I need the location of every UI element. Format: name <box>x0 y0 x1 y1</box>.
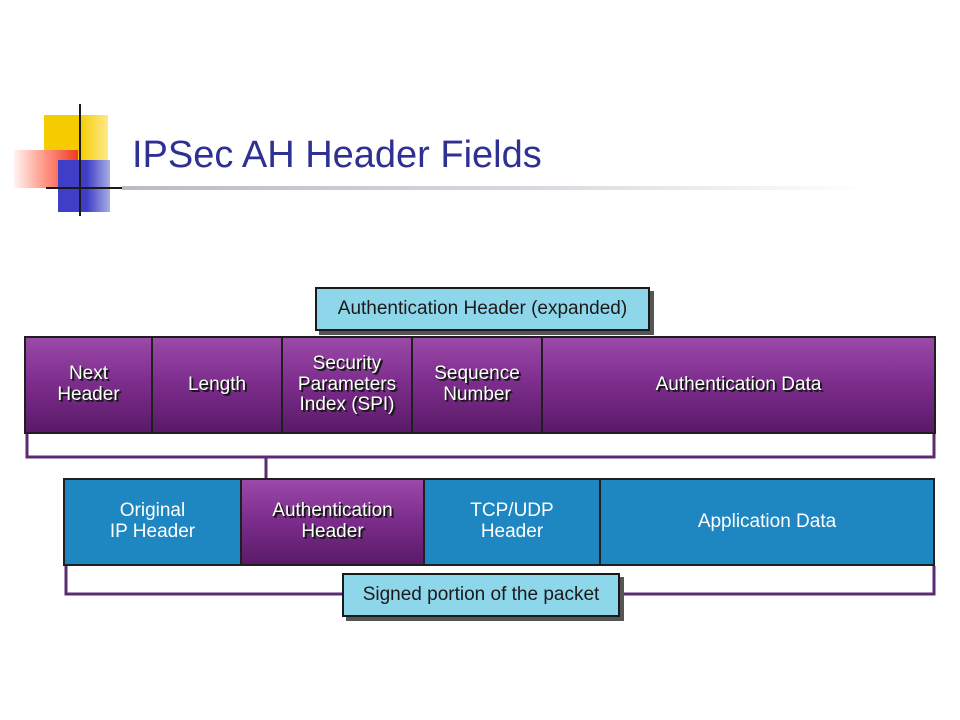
field-next-header: Next Header <box>26 338 153 432</box>
title-decoration-vertical-line <box>79 104 81 216</box>
signed-portion-callout: Signed portion of the packet <box>342 573 620 617</box>
field-sequence-number: Sequence Number <box>413 338 543 432</box>
packet-original-ip-header: Original IP Header <box>65 480 242 564</box>
ah-fields-bracket <box>25 433 936 459</box>
signed-portion-callout-label: Signed portion of the packet <box>362 584 600 605</box>
ah-expanded-callout-label: Authentication Header (expanded) <box>337 298 628 319</box>
field-spi: Security Parameters Index (SPI) <box>283 338 413 432</box>
title-decoration-horizontal-line <box>46 187 122 189</box>
packet-application-data: Application Data <box>601 480 933 564</box>
packet-authentication-header: Authentication Header <box>242 480 425 564</box>
title-underline <box>122 186 870 190</box>
slide-title: IPSec AH Header Fields <box>132 134 542 176</box>
packet-tcp-udp-header: TCP/UDP Header <box>425 480 601 564</box>
ah-fields-row: Next Header Length Security Parameters I… <box>24 336 936 434</box>
field-length: Length <box>153 338 283 432</box>
field-authentication-data: Authentication Data <box>543 338 934 432</box>
title-decoration-blue-square <box>58 160 110 212</box>
packet-row: Original IP Header Authentication Header… <box>63 478 935 566</box>
ah-expanded-callout: Authentication Header (expanded) <box>315 287 650 331</box>
